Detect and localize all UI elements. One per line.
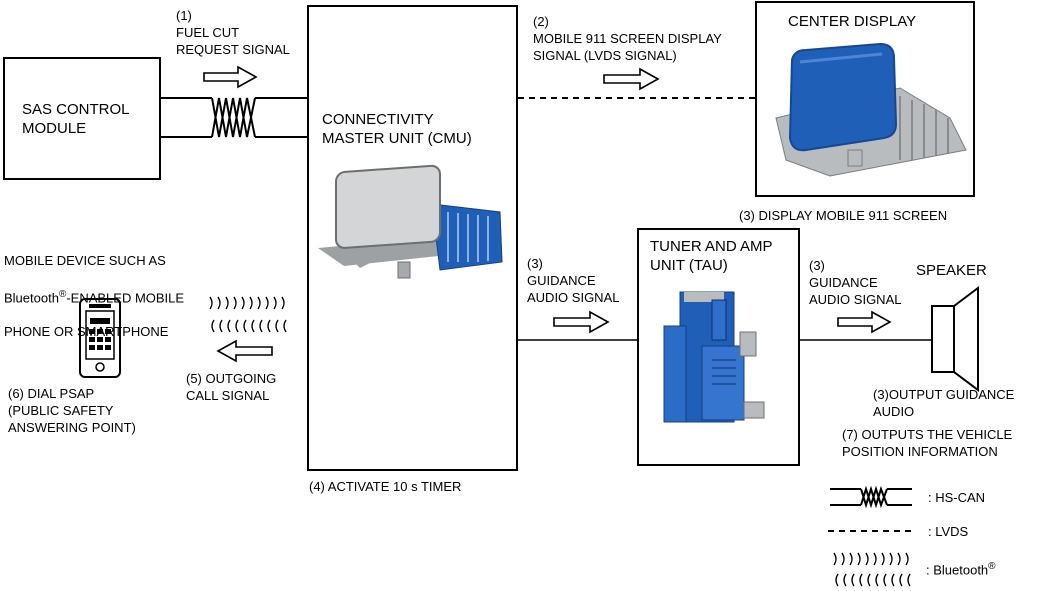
guidance-audio-signal-label-1: (3) GUIDANCE AUDIO SIGNAL xyxy=(527,256,620,305)
legend-hs-can-symbol xyxy=(830,485,912,509)
legend-bluetooth-label: : Bluetooth® xyxy=(926,561,996,578)
speaker-icon xyxy=(931,286,979,392)
mobile-device-label: MOBILE DEVICE SUCH AS Bluetooth®-ENABLED… xyxy=(4,235,184,357)
arrow-right-lvds xyxy=(603,67,660,91)
mobile-device-line3: PHONE OR SMARTPHONE xyxy=(4,324,169,340)
tau-device-illustration xyxy=(663,291,765,423)
speaker-label: SPEAKER xyxy=(916,262,987,279)
lvds-signal-label: (2) MOBILE 911 SCREEN DISPLAY SIGNAL (LV… xyxy=(533,14,722,63)
tau-label: TUNER AND AMP UNIT (TAU) xyxy=(650,238,773,274)
legend-hs-can-label: : HS-CAN xyxy=(928,490,986,505)
fuel-cut-signal-label: (1) FUEL CUT REQUEST SIGNAL xyxy=(176,8,290,57)
display-mobile-911-label: (3) DISPLAY MOBILE 911 SCREEN xyxy=(739,208,948,223)
sas-control-module-label: SAS CONTROL MODULE xyxy=(22,101,130,137)
cmu-device-illustration xyxy=(318,164,503,279)
activate-timer-label: (4) ACTIVATE 10 s TIMER xyxy=(309,479,462,494)
output-guidance-audio-label: (3)OUTPUT GUIDANCE AUDIO xyxy=(873,387,1015,419)
legend-bluetooth-symbol xyxy=(833,552,911,587)
arrow-left-outgoing-call xyxy=(216,339,273,363)
arrow-right-fuel-cut xyxy=(203,65,258,89)
cmu-label: CONNECTIVITY MASTER UNIT (CMU) xyxy=(322,111,472,147)
mobile-phone-icon xyxy=(79,298,121,378)
mobile-device-line1: MOBILE DEVICE SUCH AS xyxy=(4,253,166,268)
center-display-label: CENTER DISPLAY xyxy=(788,13,917,30)
vehicle-position-label: (7) OUTPUTS THE VEHICLE POSITION INFORMA… xyxy=(842,427,1013,459)
legend-lvds-label: : LVDS xyxy=(928,524,969,539)
arrow-right-audio-2 xyxy=(837,310,892,334)
outgoing-call-signal-label: (5) OUTGOING CALL SIGNAL xyxy=(186,371,277,403)
bluetooth-wave-icon xyxy=(209,296,287,333)
mobile-device-line2: Bluetooth®-ENABLED MOBILE xyxy=(4,289,185,306)
hs-can-connection xyxy=(161,97,307,138)
sas-control-module-box xyxy=(3,57,161,180)
dial-psap-label: (6) DIAL PSAP (PUBLIC SAFETY ANSWERING P… xyxy=(8,386,136,435)
center-display-illustration xyxy=(775,42,967,177)
guidance-audio-signal-label-2: (3) GUIDANCE AUDIO SIGNAL xyxy=(809,258,902,307)
arrow-right-audio-1 xyxy=(553,310,610,334)
